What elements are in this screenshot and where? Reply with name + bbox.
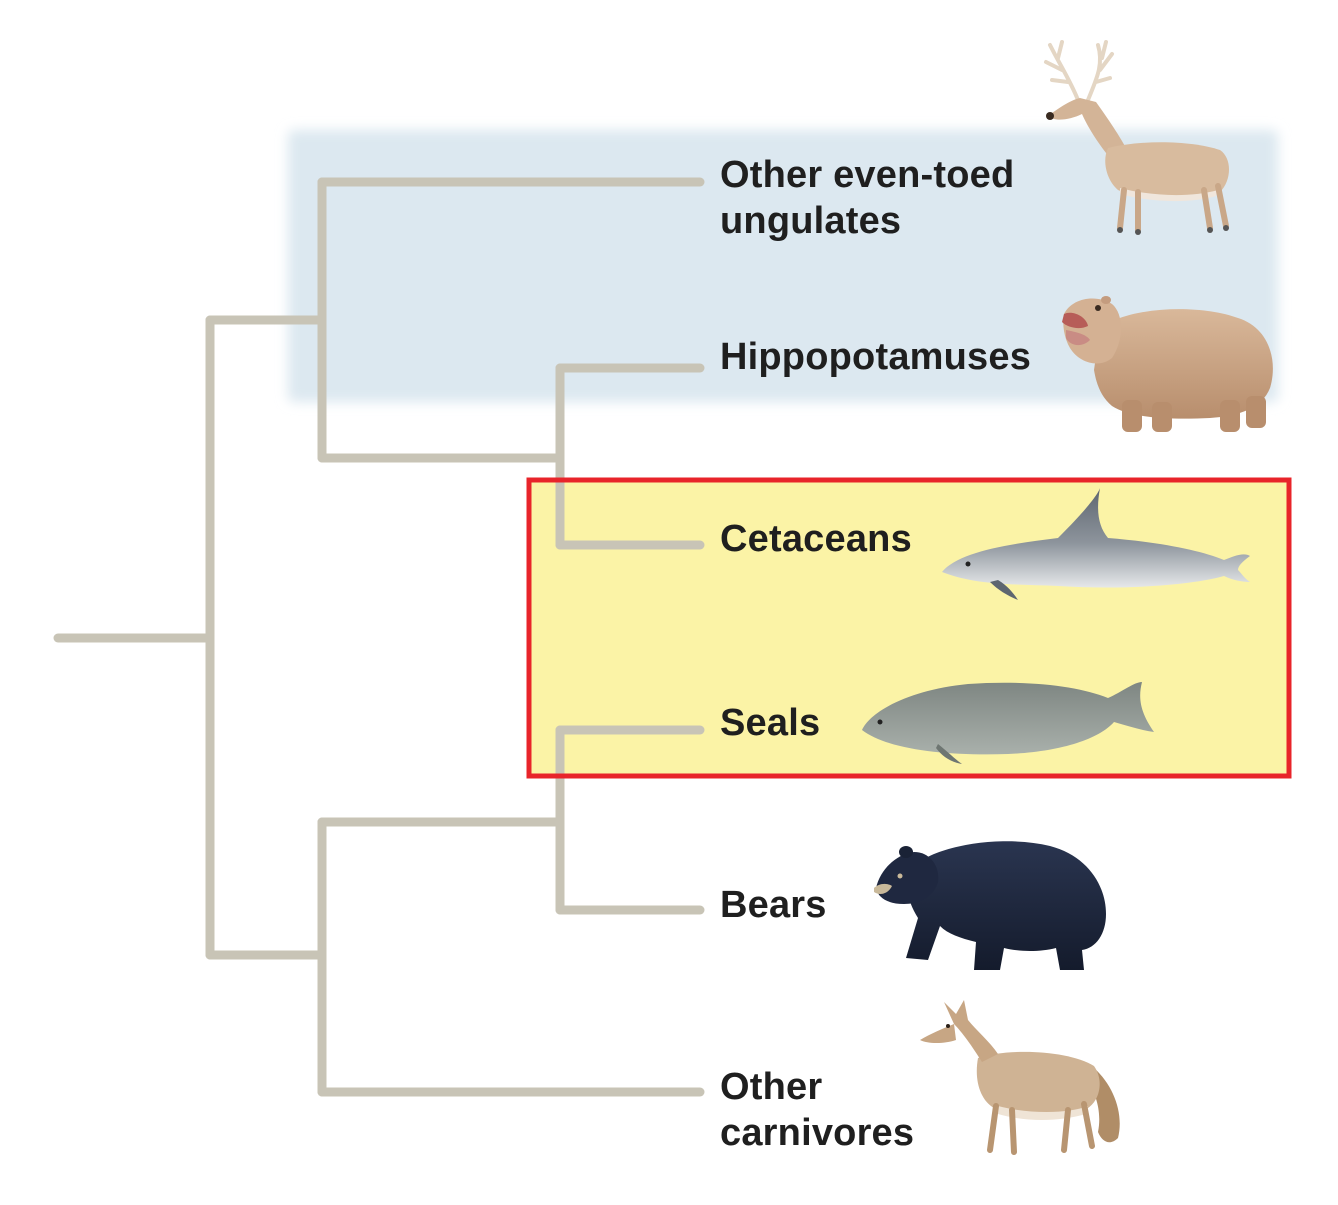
label-seals: Seals [720,702,821,744]
label-other-carnivores: Other carnivores [720,1066,915,1154]
ungulate-highlight-region [288,130,1278,402]
label-cetaceans: Cetaceans [720,518,912,560]
deer-icon [1044,40,1229,235]
label-hippopotamuses: Hippopotamuses [720,336,1032,378]
bear-icon [874,841,1106,970]
tree-branches [53,177,705,1097]
marine-mammals-box [526,477,1292,779]
label-other-even-toed-ungulates: Other even-toed ungulates [720,154,1015,242]
label-bears: Bears [720,884,827,926]
seal-icon [862,682,1154,764]
hippopotamus-icon [1062,296,1273,432]
dolphin-icon [942,488,1250,600]
coyote-icon [920,1000,1120,1155]
